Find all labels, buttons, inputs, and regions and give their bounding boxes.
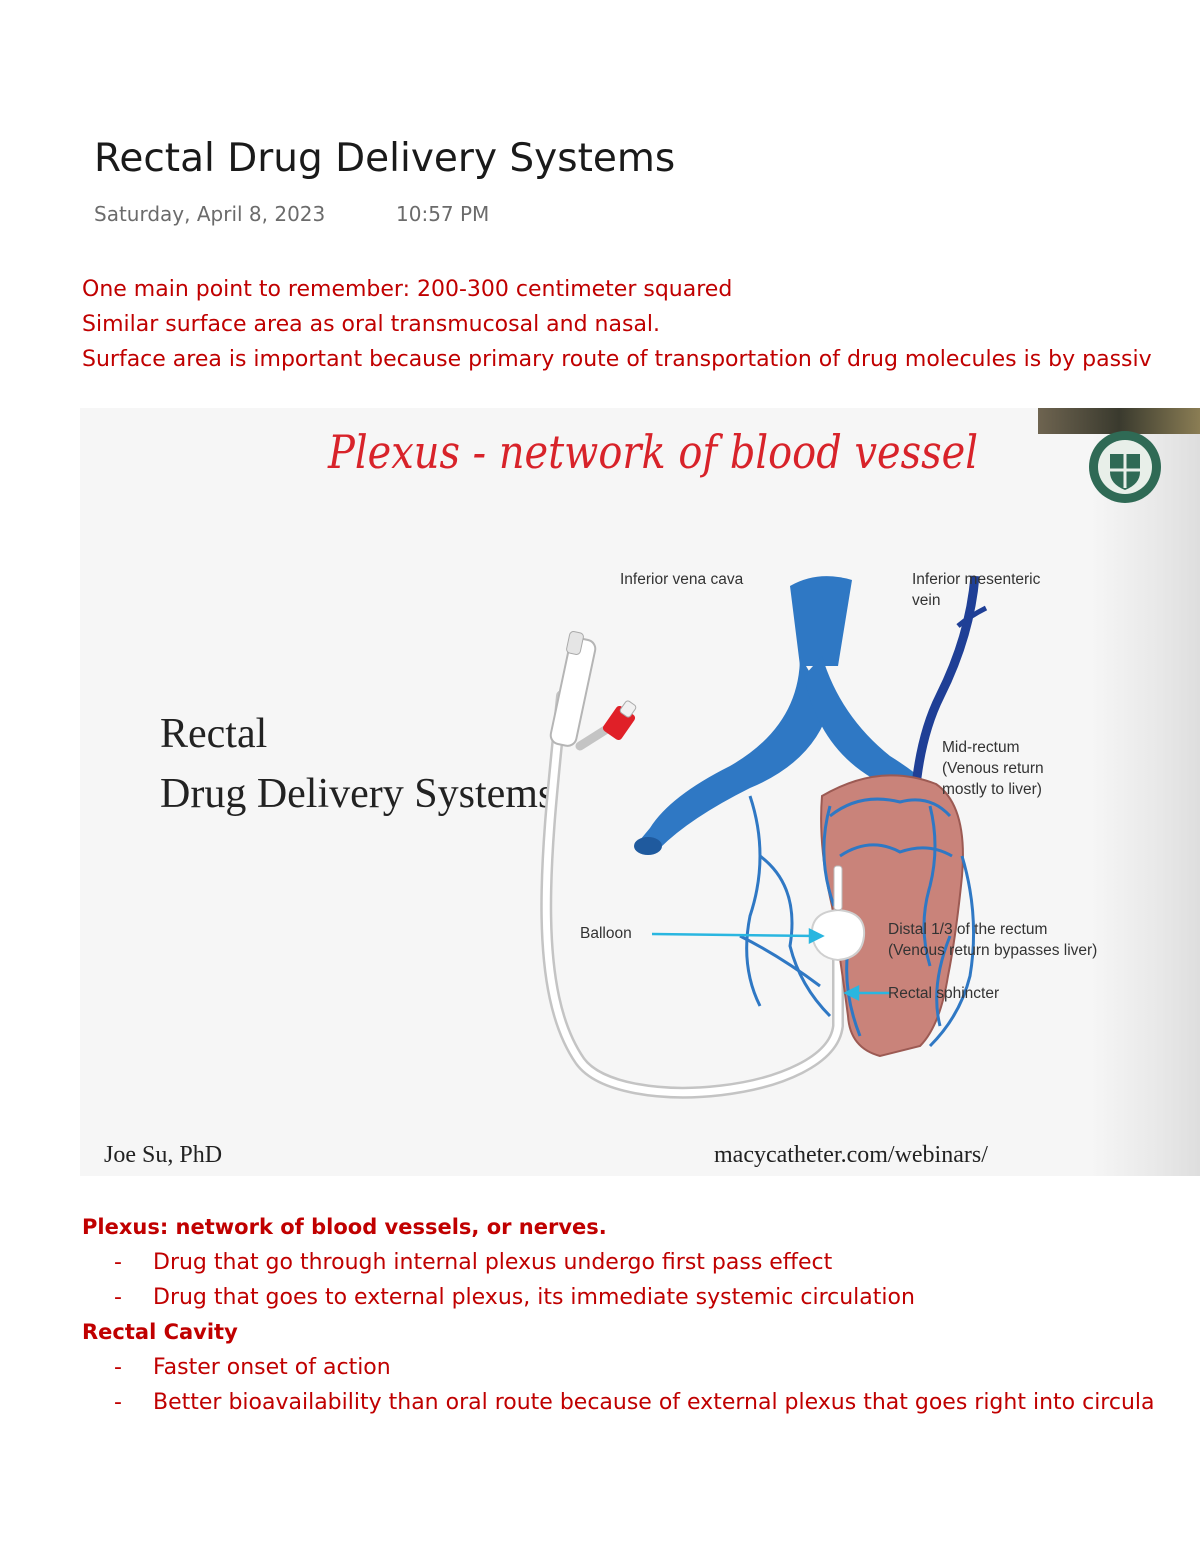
list-item-text: Drug that goes to external plexus, its i… bbox=[153, 1285, 915, 1310]
section-list: - Faster onset of action - Better bioavail… bbox=[82, 1350, 1200, 1420]
list-item: - Drug that goes to external plexus, its … bbox=[82, 1280, 1200, 1315]
label-vein: vein bbox=[912, 592, 940, 609]
label-mid-rectum: Mid-rectum bbox=[942, 739, 1020, 756]
venous-plexus bbox=[739, 795, 976, 1048]
label-bypasses-liver: (Venous return bypasses liver) bbox=[888, 942, 1097, 959]
slide-title-line: Drug Delivery Systems bbox=[160, 771, 555, 817]
page-title: Rectal Drug Delivery Systems bbox=[94, 136, 676, 181]
bullet-dash: - bbox=[114, 1285, 122, 1310]
list-item-text: Faster onset of action bbox=[153, 1355, 391, 1380]
intro-notes: One main point to remember: 200-300 cent… bbox=[82, 272, 1200, 377]
list-item: - Drug that go through internal plexus un… bbox=[82, 1245, 1200, 1280]
section-heading: Plexus: network of blood vessels, or ner… bbox=[82, 1215, 607, 1239]
slide-image: Plexus - network of blood vessel Rectal … bbox=[80, 408, 1200, 1176]
label-arrows bbox=[651, 927, 890, 1002]
note-date: Saturday, April 8, 2023 bbox=[94, 202, 326, 226]
slide-title: Rectal Drug Delivery Systems bbox=[160, 704, 554, 824]
bullet-dash: - bbox=[114, 1390, 122, 1415]
label-inferior-vena-cava: Inferior vena cava bbox=[620, 571, 744, 588]
summary-notes: Plexus: network of blood vessels, or ner… bbox=[82, 1210, 1200, 1420]
list-item: - Faster onset of action bbox=[82, 1350, 1200, 1385]
section-list: - Drug that go through internal plexus un… bbox=[82, 1245, 1200, 1315]
note-line: One main point to remember: 200-300 cent… bbox=[82, 277, 733, 302]
label-balloon: Balloon bbox=[580, 925, 632, 942]
list-item-text: Better bioavailability than oral route b… bbox=[153, 1390, 1155, 1415]
label-venous-return: (Venous return bbox=[942, 760, 1044, 777]
slide-right-shade bbox=[1090, 408, 1200, 1176]
balloon bbox=[810, 908, 866, 962]
note-line: Similar surface area as oral transmucosa… bbox=[82, 312, 661, 337]
slide-source-url: macycatheter.com/webinars/ bbox=[714, 1142, 988, 1168]
inferior-mesenteric-vein bbox=[910, 575, 980, 797]
slide-author: Joe Su, PhD bbox=[104, 1142, 223, 1168]
section-heading: Rectal Cavity bbox=[82, 1320, 238, 1344]
bullet-dash: - bbox=[114, 1250, 122, 1275]
label-inferior-mesenteric: Inferior mesenteric bbox=[912, 571, 1041, 588]
list-item: - Better bioavailability than oral route … bbox=[82, 1385, 1200, 1420]
rectal-venous-diagram: Inferior vena cava Inferior mesenteric v… bbox=[540, 571, 1097, 1099]
handwritten-annotation: Plexus - network of blood vessel bbox=[327, 425, 978, 479]
note-line: Surface area is important because primar… bbox=[82, 347, 1152, 372]
list-item-text: Drug that go through internal plexus und… bbox=[153, 1250, 833, 1275]
label-rectal-sphincter: Rectal sphincter bbox=[888, 985, 999, 1002]
label-distal-rectum: Distal 1/3 of the rectum bbox=[888, 921, 1047, 938]
catheter-hub bbox=[549, 637, 597, 747]
note-time: 10:57 PM bbox=[396, 202, 490, 226]
slide-title-line: Rectal bbox=[160, 711, 268, 757]
handwriting-text: Plexus - network of blood vessel bbox=[327, 425, 978, 479]
bullet-dash: - bbox=[114, 1355, 122, 1380]
university-seal-icon bbox=[1089, 431, 1161, 503]
label-mostly-to-liver: mostly to liver) bbox=[942, 781, 1042, 798]
corner-photo bbox=[1038, 408, 1200, 434]
